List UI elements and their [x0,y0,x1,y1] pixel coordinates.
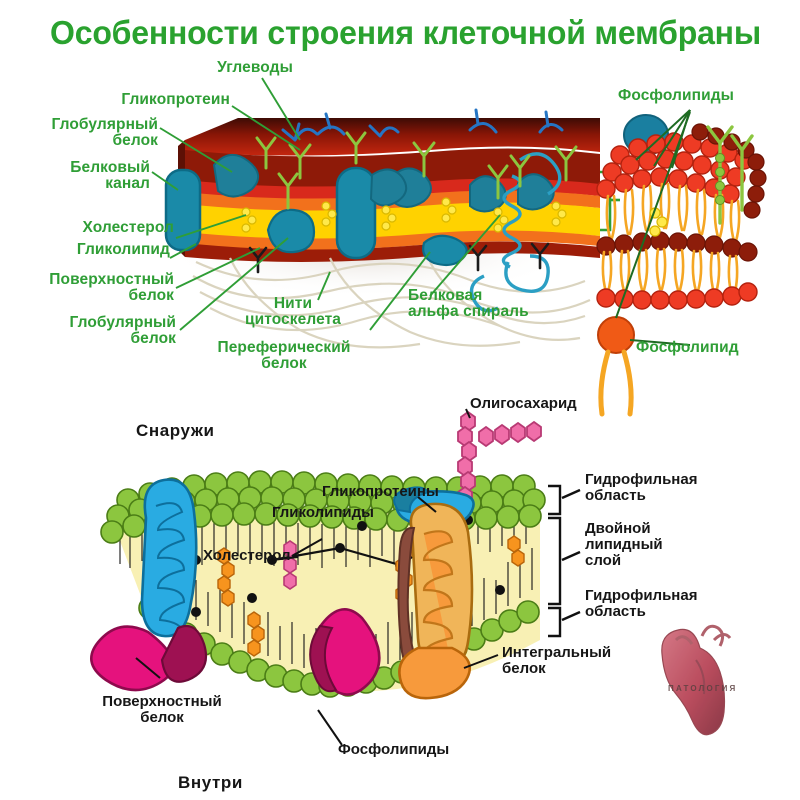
label-snaruzhi: Снаружи [136,421,215,440]
label-glikolipid: Гликолипид [76,241,170,258]
label-poverhnostny-belok-bottom: Поверхностный белок [102,693,222,727]
label-niti-tsitoskeleta: Нити цитоскелета [244,295,342,328]
carbohydrate-chains [255,131,578,210]
bilayer-brackets [548,484,581,638]
alpha-helix [469,152,562,313]
label-belkovy-kanal: Белковый канал [70,159,150,192]
label-holesterol-top: Холестерол [82,219,174,236]
phospholipid-bilayer-zoom [596,109,767,417]
label-fosfolipid-top: Фосфолипид [636,339,739,356]
watermark-text: ПАТОЛОГИЯ [668,684,738,693]
label-gidrofilnaya-oblast-2: Гидрофильная область [585,587,698,621]
cyan-protein-left [140,478,198,638]
label-glikoprotein: Гликопротеин [121,91,230,108]
label-gidrofilnaya-oblast-1: Гидрофильная область [585,471,698,505]
cholesterol-molecules [241,197,567,233]
page-title: Особенности строения клеточной мембраны [50,14,761,51]
label-dvoynoy-lipidny-sloy: Двойной липидный слой [585,520,663,570]
label-glikolipidy: Гликолипиды [272,504,374,521]
label-uglevody: Углеводы [217,59,293,76]
label-oligosaharid: Олигосахарид [470,395,577,412]
label-glikoproteiny: Гликопротеины [322,483,439,500]
label-vnutri: Внутри [178,773,243,792]
label-perefericheskiy-belok: Переферический белок [217,339,351,372]
heart-watermark [661,624,732,736]
label-globulyarny-belok-2: Глобулярный белок [69,314,176,347]
orange-integral-protein [397,502,474,700]
label-fosfolipidy-bottom: Фосфолипиды [338,741,450,758]
label-holesterol-bottom: Холестерол [203,547,291,564]
label-globulyarny-belok-1: Глобулярный белок [51,116,158,149]
bottom-leader-lines [135,408,499,746]
top-leader-lines [151,77,501,331]
label-integralny-belok: Интегральный белок [502,644,612,678]
single-phospholipid-head [597,316,635,354]
label-belkovaya-alfa-spiral: Белковая альфа спираль [408,287,529,320]
label-poverhnostny-belok-top: Поверхностный белок [49,271,174,304]
bottom-membrane-diagram [90,408,581,746]
label-fosfolipidy-top: Фосфолипиды [618,87,734,104]
top-membrane-proteins [164,108,578,313]
glycolipid-chain [283,540,297,590]
oligosaccharide-chain [457,410,542,508]
